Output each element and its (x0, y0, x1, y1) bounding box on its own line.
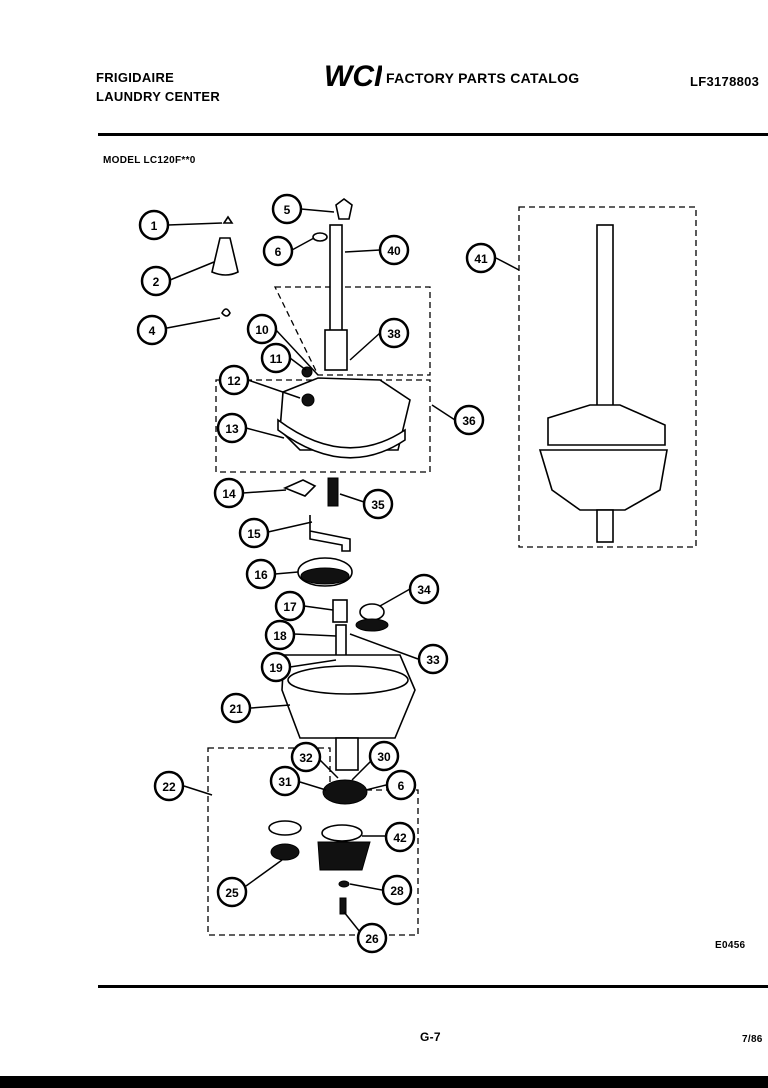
catalog-title: FACTORY PARTS CATALOG (386, 70, 580, 86)
callout-38: 38 (378, 317, 410, 349)
footer-rule (98, 985, 768, 988)
svg-text:11: 11 (270, 352, 283, 366)
callout-35: 35 (362, 488, 394, 520)
svg-text:28: 28 (390, 884, 404, 898)
figure-code: E0456 (715, 940, 746, 951)
wci-logo-text: WCI (324, 60, 382, 90)
svg-text:42: 42 (393, 831, 407, 845)
callout-15: 15 (238, 517, 270, 549)
svg-text:41: 41 (474, 252, 488, 266)
callout-12: 12 (218, 364, 250, 396)
svg-text:26: 26 (365, 932, 379, 946)
callout-18: 18 (264, 619, 296, 651)
callout-32: 32 (290, 741, 322, 773)
callout-36: 36 (453, 404, 485, 436)
callout-5: 5 (271, 193, 303, 225)
product-line: LAUNDRY CENTER (96, 89, 221, 104)
svg-text:16: 16 (254, 568, 268, 582)
callout-19: 19 (260, 651, 292, 683)
part-drawings (211, 198, 668, 915)
svg-text:34: 34 (417, 583, 431, 597)
callout-41: 41 (465, 242, 497, 274)
model-label: MODEL LC120F**0 (103, 155, 196, 166)
svg-text:13: 13 (225, 422, 239, 436)
svg-text:18: 18 (273, 629, 287, 643)
svg-text:12: 12 (227, 374, 241, 388)
svg-text:19: 19 (269, 661, 283, 675)
svg-text:17: 17 (283, 600, 297, 614)
callout-11: 11 (260, 342, 292, 374)
svg-text:25: 25 (225, 886, 239, 900)
callout-1: 1 (138, 209, 170, 241)
svg-text:35: 35 (371, 498, 385, 512)
revision-date: 7/86 (742, 1034, 763, 1045)
svg-text:6: 6 (275, 245, 282, 259)
callout-40: 40 (378, 234, 410, 266)
callout-10: 10 (246, 313, 278, 345)
svg-text:30: 30 (377, 750, 391, 764)
svg-text:32: 32 (299, 751, 313, 765)
svg-text:36: 36 (462, 414, 476, 428)
callout-labels: 1 2 4 5 6 40 41 10 38 11 12 36 13 14 35 … (136, 193, 497, 954)
callout-42: 42 (384, 821, 416, 853)
callout-6-upper: 6 (262, 235, 294, 267)
callout-22: 22 (153, 770, 185, 802)
callout-21: 21 (220, 692, 252, 724)
svg-text:14: 14 (222, 487, 236, 501)
svg-text:38: 38 (387, 327, 401, 341)
callout-26: 26 (356, 922, 388, 954)
svg-text:21: 21 (229, 702, 243, 716)
svg-text:4: 4 (149, 324, 156, 338)
svg-text:15: 15 (247, 527, 261, 541)
callout-13: 13 (216, 412, 248, 444)
callout-2: 2 (140, 265, 172, 297)
callout-25: 25 (216, 876, 248, 908)
callout-30: 30 (368, 740, 400, 772)
svg-text:6: 6 (398, 779, 405, 793)
wci-logo: WCI (324, 60, 382, 90)
callout-16: 16 (245, 558, 277, 590)
brand-name: FRIGIDAIRE (96, 70, 175, 85)
svg-text:5: 5 (284, 203, 291, 217)
svg-text:2: 2 (153, 275, 160, 289)
callout-6-lower: 6 (385, 769, 417, 801)
callout-4: 4 (136, 314, 168, 346)
svg-text:33: 33 (426, 653, 440, 667)
callout-17: 17 (274, 590, 306, 622)
svg-text:40: 40 (387, 244, 401, 258)
callout-28: 28 (381, 874, 413, 906)
leader-lines (166, 208, 520, 933)
callout-14: 14 (213, 477, 245, 509)
svg-text:22: 22 (162, 780, 176, 794)
header-rule (98, 133, 768, 136)
callout-33: 33 (417, 643, 449, 675)
svg-text:31: 31 (278, 775, 292, 789)
page-number: G-7 (420, 1030, 441, 1044)
assembly-group-boxes (207, 206, 697, 936)
callout-31: 31 (269, 765, 301, 797)
svg-text:10: 10 (255, 323, 269, 337)
svg-text:1: 1 (151, 219, 158, 233)
callout-34: 34 (408, 573, 440, 605)
document-id: LF3178803 (690, 74, 760, 89)
